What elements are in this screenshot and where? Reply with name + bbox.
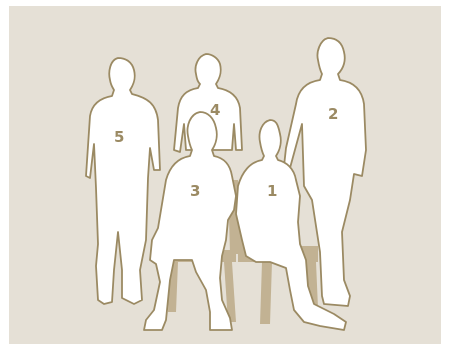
- person-label-3: 3: [190, 184, 200, 199]
- person-label-1: 1: [267, 184, 277, 199]
- person-label-5: 5: [114, 130, 124, 145]
- person-label-2: 2: [328, 107, 338, 122]
- person-label-4: 4: [210, 103, 220, 118]
